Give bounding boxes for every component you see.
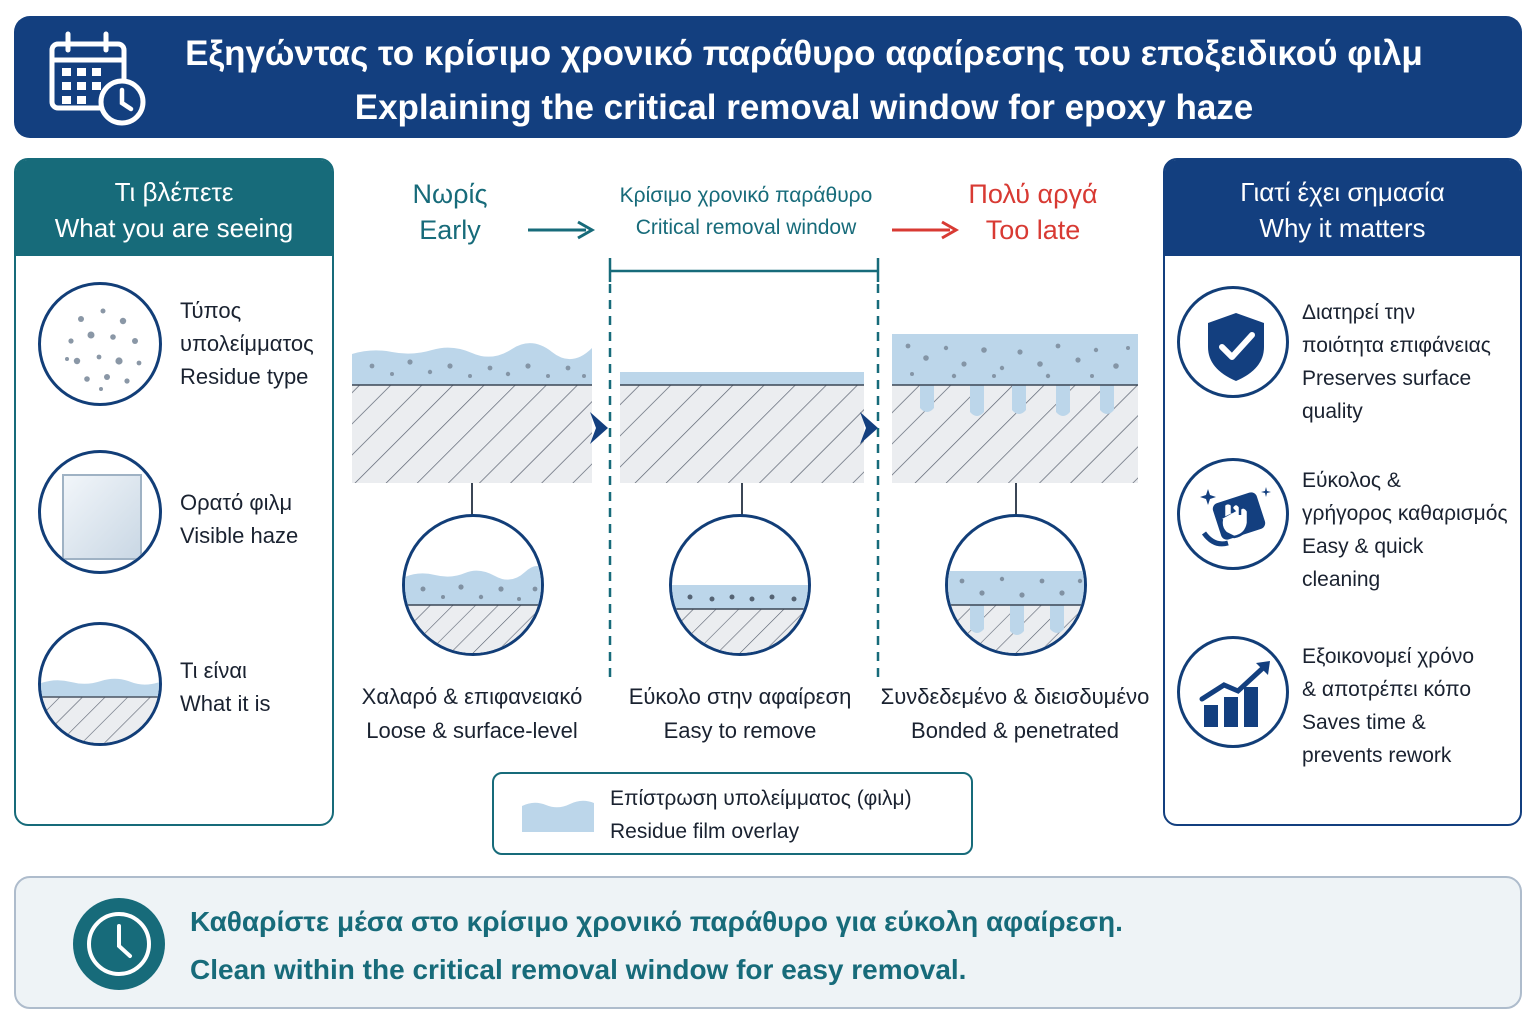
- footer-message: Καθαρίστε μέσα στο κρίσιμο χρονικό παράθ…: [190, 906, 1123, 985]
- item-what-it-is: Τι είναι What it is: [180, 658, 271, 716]
- magnifier-early: [402, 514, 544, 656]
- cleaning-hand-icon: [1177, 458, 1289, 570]
- panel-title-greek: Τι βλέπετε: [114, 177, 234, 207]
- item-residue-type: Τύπος υπολείμματος Residue type: [180, 298, 314, 389]
- growth-chart-icon: [1177, 636, 1289, 748]
- magnifier-window: [669, 514, 811, 656]
- cross-section-diagram: [352, 334, 1138, 490]
- caption-early: Χαλαρό & επιφανειακό Loose & surface-lev…: [361, 684, 583, 743]
- shield-check-icon: [1177, 286, 1289, 398]
- page-title: Εξηγώντας το κρίσιμο χρονικό παράθυρο αφ…: [164, 30, 1444, 132]
- title-greek: Εξηγώντας το κρίσιμο χρονικό παράθυρο αφ…: [185, 34, 1423, 73]
- caption-late: Συνδεδεμένο & διεισδυμένο Bonded & penet…: [880, 684, 1150, 743]
- stage-label-late: Πολύ αργά Too late: [968, 179, 1098, 245]
- legend-label: Επίστρωση υπολείμματος (φιλμ) Residue fi…: [610, 787, 912, 843]
- footer-banner: Καθαρίστε μέσα στο κρίσιμο χρονικό παράθ…: [14, 876, 1522, 1009]
- critical-window-bracket: [608, 258, 880, 678]
- item-easy-cleaning: Εύκολος & γρήγορος καθαρισμός Easy & qui…: [1302, 469, 1508, 591]
- arrow-right-red-icon: [892, 220, 960, 240]
- cross-section-window: [620, 372, 864, 483]
- cross-section-early: [352, 343, 592, 483]
- item-visible-haze: Ορατό φιλμ Visible haze: [180, 490, 299, 548]
- caption-window: Εύκολο στην αφαίρεση Easy to remove: [628, 684, 852, 743]
- film-swatch-icon: [522, 800, 594, 832]
- stage-label-window: Κρίσιμο χρονικό παράθυρο Critical remova…: [619, 184, 873, 239]
- why-it-matters-panel: Γιατί έχει σημασία Why it matters Διατηρ…: [1163, 158, 1522, 826]
- cross-section-late: [892, 334, 1138, 483]
- clock-icon: [73, 898, 165, 990]
- panel-header: Τι βλέπετε What you are seeing: [16, 160, 332, 256]
- film-layer-icon: [38, 622, 162, 746]
- magnifier-connectors: [471, 488, 1017, 516]
- panel-title-greek: Γιατί έχει σημασία: [1240, 177, 1445, 207]
- arrow-right-icon: [528, 220, 596, 240]
- panel-title-english: What you are seeing: [54, 213, 294, 243]
- panel-header: Γιατί έχει σημασία Why it matters: [1165, 160, 1520, 256]
- haze-panel-icon: [38, 450, 162, 574]
- magnifier-late: [945, 514, 1087, 656]
- item-preserves-quality: Διατηρεί την ποιότητα επιφάνειας Preserv…: [1302, 301, 1491, 423]
- title-english: Explaining the critical removal window f…: [354, 88, 1254, 127]
- legend: Επίστρωση υπολείμματος (φιλμ) Residue fi…: [492, 772, 973, 855]
- calendar-clock-icon: [49, 31, 146, 126]
- residue-dots-icon: [38, 282, 162, 406]
- stage-label-early: Νωρίς Early: [412, 179, 488, 245]
- panel-title-english: Why it matters: [1259, 213, 1426, 243]
- what-you-see-panel: Τι βλέπετε What you are seeing Τύπος υπο…: [14, 158, 334, 826]
- header-banner: Εξηγώντας το κρίσιμο χρονικό παράθυρο αφ…: [14, 16, 1522, 138]
- item-saves-time: Εξοικονομεί χρόνο & αποτρέπει κόπο Saves…: [1302, 645, 1475, 767]
